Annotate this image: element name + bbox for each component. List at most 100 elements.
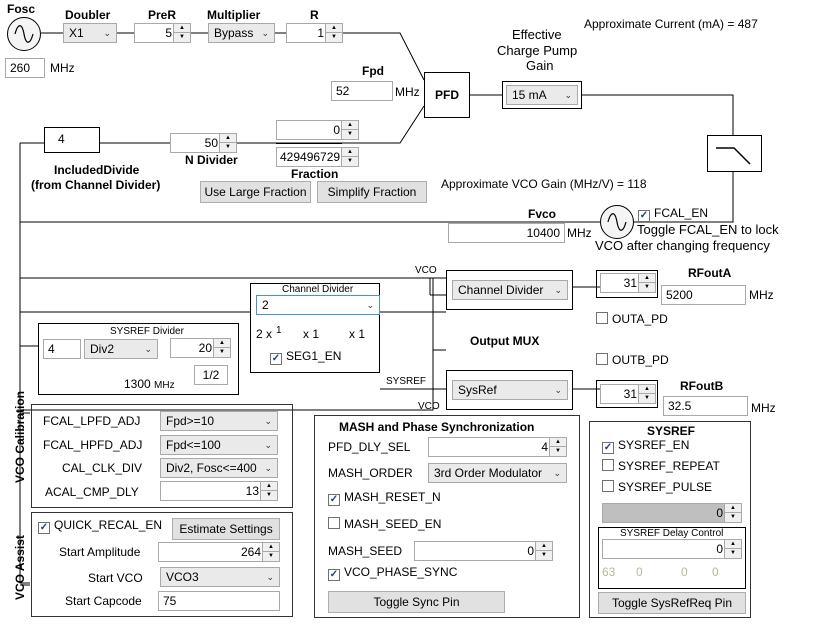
toggle-sysrefreq-pin-button[interactable]: Toggle SysRefReq Pin — [598, 592, 746, 614]
mash-order-select[interactable]: 3rd Order Modulator⌄ — [428, 463, 567, 483]
spin-arrows-icon[interactable]: ▲▼ — [173, 24, 190, 42]
checkbox-box — [328, 517, 340, 529]
sysref-delay-stepper[interactable]: 0▲▼ — [602, 539, 742, 559]
outa-pd-checkbox[interactable]: OUTA_PD — [596, 312, 668, 326]
mash-seed-en-checkbox[interactable]: MASH_SEED_EN — [328, 517, 441, 531]
included-divide-sub: (from Channel Divider) — [31, 178, 161, 192]
spin-arrows-icon[interactable]: ▲▼ — [213, 339, 230, 357]
n-divider-label: N Divider — [185, 153, 238, 167]
quick-recal-en-checkbox[interactable]: ✓QUICK_RECAL_EN — [38, 518, 162, 534]
spin-arrows-icon[interactable]: ▲▼ — [260, 482, 277, 500]
r-stepper[interactable]: 1▲▼ — [286, 23, 343, 43]
sysref-pulse-count-stepper[interactable]: 0▲▼ — [602, 503, 742, 523]
vco-phase-sync-checkbox[interactable]: ✓VCO_PHASE_SYNC — [328, 565, 457, 581]
doubler-label: Doubler — [65, 8, 111, 22]
fraction-numerator-stepper[interactable]: 0▲▼ — [276, 120, 359, 140]
spin-arrows-icon[interactable]: ▲▼ — [262, 543, 279, 561]
sysref-wire-label: SYSREF — [386, 376, 427, 387]
mash-seed-value: 0 — [527, 544, 534, 558]
prer-label: PreR — [148, 8, 177, 22]
charge-pump-select[interactable]: 15 mA⌄ — [506, 85, 578, 105]
sysref-delay-readout-2: 0 — [681, 565, 688, 579]
chevron-down-icon: ⌄ — [266, 572, 274, 582]
fcal-hpfd-adj-value: Fpd<=100 — [166, 438, 221, 452]
spin-arrows-icon[interactable]: ▲▼ — [724, 540, 741, 558]
lowpass-filter-icon — [716, 147, 751, 165]
spin-arrows-icon[interactable]: ▲▼ — [325, 24, 342, 42]
channel-divider-select[interactable]: 2⌄ — [256, 295, 380, 315]
spin-arrows-icon[interactable]: ▲▼ — [638, 274, 655, 292]
vco-wire-label: VCO — [415, 265, 437, 276]
fpd-unit: MHz — [395, 85, 420, 99]
chevron-down-icon: ⌄ — [554, 285, 562, 295]
sysref-en-checkbox[interactable]: ✓SYSREF_EN — [602, 438, 689, 454]
sine-wave-icon — [14, 25, 34, 43]
fraction-denominator-stepper[interactable]: 429496729▲▼ — [276, 147, 359, 167]
sysref-pulse-label: SYSREF_PULSE — [618, 480, 713, 494]
spin-arrows-icon[interactable]: ▲▼ — [341, 121, 358, 139]
checkmark-icon: ✓ — [638, 210, 650, 222]
rfoutb-label: RFoutB — [680, 379, 724, 393]
sysref-delay-title: SYSREF Delay Control — [620, 528, 724, 539]
spin-arrows-icon[interactable]: ▲▼ — [341, 148, 358, 166]
start-vco-label: Start VCO — [88, 571, 143, 585]
outb-pd-checkbox[interactable]: OUTB_PD — [596, 353, 669, 367]
start-vco-select[interactable]: VCO3⌄ — [160, 567, 280, 587]
cal-clk-div-value: Div2, Fosc<=400 — [166, 461, 257, 475]
sysref-pulse-checkbox[interactable]: SYSREF_PULSE — [602, 480, 712, 494]
cal-clk-div-select[interactable]: Div2, Fosc<=400⌄ — [160, 458, 278, 478]
rfouta-power-value: 31 — [623, 276, 637, 290]
mux-b-select[interactable]: SysRef⌄ — [452, 380, 568, 400]
checkbox-box — [596, 312, 608, 324]
prer-stepper[interactable]: 5▲▼ — [134, 23, 191, 43]
acal-cmp-dly-stepper[interactable]: 13▲▼ — [160, 481, 278, 501]
r-label: R — [310, 8, 319, 22]
spin-arrows-icon[interactable]: ▲▼ — [535, 542, 552, 560]
pfd-dly-sel-stepper[interactable]: 4▲▼ — [428, 437, 567, 457]
cal-clk-div-label: CAL_CLK_DIV — [62, 461, 143, 475]
mux-b-block — [446, 370, 573, 410]
sysref-divider-value: 20 — [198, 341, 212, 355]
fcal-lpfd-adj-value: Fpd>=10 — [166, 414, 215, 428]
rfoutb-power-stepper[interactable]: 31▲▼ — [600, 384, 656, 404]
simplify-fraction-button[interactable]: Simplify Fraction — [317, 181, 427, 203]
fosc-input[interactable]: 260 — [5, 58, 45, 78]
sysref-repeat-checkbox[interactable]: SYSREF_REPEAT — [602, 459, 720, 473]
seg1-en-checkbox[interactable]: ✓SEG1_EN — [270, 349, 341, 365]
fcal-hpfd-adj-select[interactable]: Fpd<=100⌄ — [160, 435, 278, 455]
rfouta-power-stepper[interactable]: 31▲▼ — [600, 273, 656, 293]
estimate-settings-button[interactable]: Estimate Settings — [172, 518, 280, 540]
spin-arrows-icon[interactable]: ▲▼ — [219, 134, 236, 152]
vco-icon — [600, 205, 634, 239]
rfoutb-power-value: 31 — [623, 387, 637, 401]
r-value: 1 — [317, 26, 324, 40]
mash-seed-stepper[interactable]: 0▲▼ — [414, 541, 553, 561]
mash-reset-n-checkbox[interactable]: ✓MASH_RESET_N — [328, 490, 441, 506]
multiplier-select[interactable]: Bypass⌄ — [208, 23, 275, 43]
outa-pd-label: OUTA_PD — [612, 312, 668, 326]
fcal-en-checkbox[interactable]: ✓FCAL_EN — [638, 206, 708, 222]
effective-gain-line1: Effective — [512, 27, 562, 42]
vco-phase-sync-label: VCO_PHASE_SYNC — [344, 565, 458, 579]
toggle-sync-pin-button[interactable]: Toggle Sync Pin — [328, 591, 505, 613]
sysref-freq-value: 1300 — [124, 377, 151, 391]
chevron-down-icon: ⌄ — [553, 468, 561, 478]
doubler-select[interactable]: X1⌄ — [63, 23, 117, 43]
n-divider-stepper[interactable]: 50▲▼ — [170, 133, 237, 153]
sysref-divider-stepper[interactable]: 20▲▼ — [170, 338, 231, 358]
start-amplitude-stepper[interactable]: 264▲▼ — [158, 542, 280, 562]
spin-arrows-icon[interactable]: ▲▼ — [549, 438, 566, 456]
fcal-hpfd-adj-label: FCAL_HPFD_ADJ — [43, 438, 143, 452]
spin-arrows-icon[interactable]: ▲▼ — [724, 504, 741, 522]
use-large-fraction-button[interactable]: Use Large Fraction — [200, 181, 311, 203]
sysref-half-box: 1/2 — [194, 365, 228, 385]
rfoutb-block — [596, 380, 658, 408]
start-capcode-input[interactable]: 75 — [158, 591, 280, 611]
mux-a-select[interactable]: Channel Divider⌄ — [452, 280, 568, 300]
sysref-div-select[interactable]: Div2⌄ — [84, 339, 158, 359]
spin-arrows-icon[interactable]: ▲▼ — [638, 385, 655, 403]
checkbox-box — [602, 480, 614, 492]
output-mux-label: Output MUX — [470, 334, 540, 348]
fcal-lpfd-adj-select[interactable]: Fpd>=10⌄ — [160, 411, 278, 431]
effective-gain-line3: Gain — [526, 58, 554, 73]
